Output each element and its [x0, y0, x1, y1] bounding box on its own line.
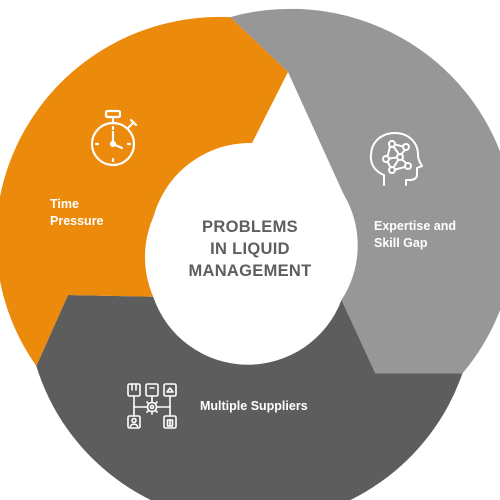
supplier-network-icon [127, 383, 177, 429]
label-expertise: Expertise and Skill Gap [374, 218, 456, 252]
segment-expertise [230, 8, 500, 374]
center-title-line1: PROBLEMS [202, 218, 298, 236]
center-title: PROBLEMS IN LIQUID MANAGEMENT [150, 216, 350, 282]
label-time-pressure: Time Pressure [50, 196, 104, 230]
label-expertise-line2: Skill Gap [374, 236, 428, 250]
label-time-pressure-line2: Pressure [50, 214, 104, 228]
head-network-icon [369, 132, 423, 186]
segment-time-pressure [0, 16, 288, 366]
label-expertise-line1: Expertise and [374, 219, 456, 233]
segment-suppliers [36, 295, 463, 500]
center-title-line2: IN LIQUID [210, 240, 290, 258]
stopwatch-icon [90, 109, 138, 167]
label-time-pressure-line1: Time [50, 197, 79, 211]
center-circle [150, 143, 350, 343]
center-title-line3: MANAGEMENT [188, 262, 312, 280]
label-suppliers: Multiple Suppliers [200, 399, 308, 413]
